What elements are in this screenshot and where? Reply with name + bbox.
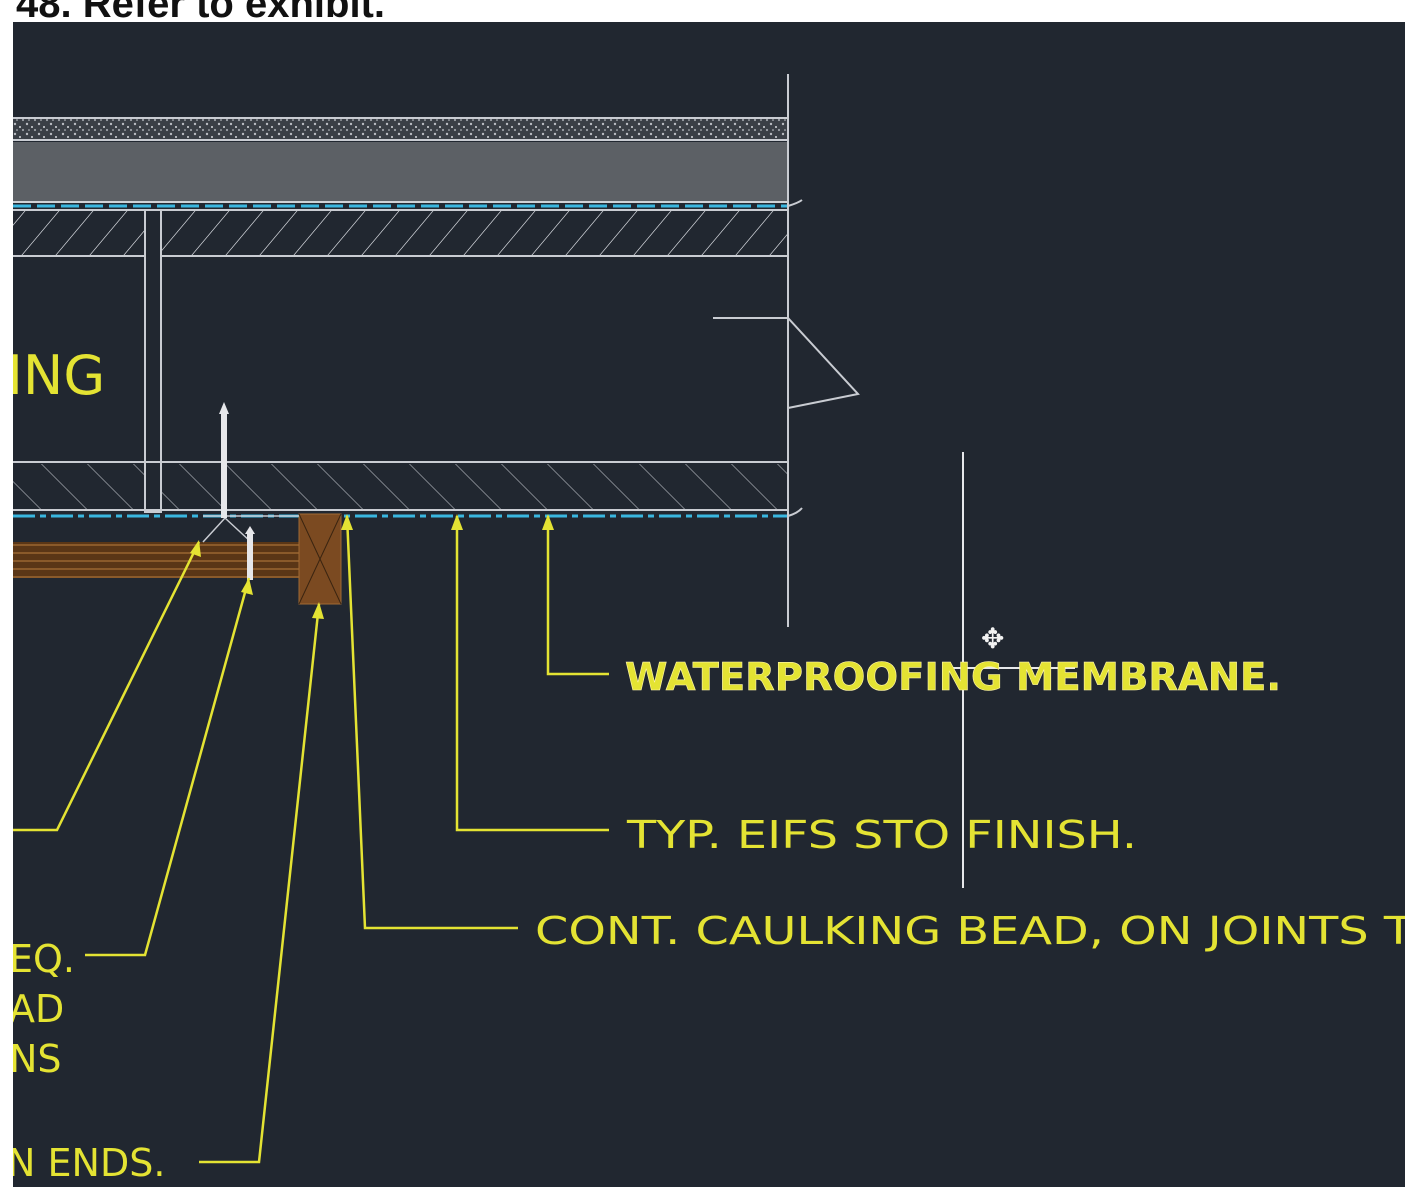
lower-sheathing	[13, 461, 788, 518]
wall-end-and-break-line	[713, 74, 860, 627]
leader-caulking	[345, 515, 518, 930]
leader-arrowheads	[190, 514, 554, 619]
cad-drawing-viewport[interactable]: ✥ ING WATERPROOFING MEMBRANE. TYP. EIFS …	[13, 22, 1405, 1187]
label-eifs-finish: TYP. EIFS STO FINISH.	[626, 813, 1137, 857]
exterior-finish-layers	[13, 117, 788, 208]
label-left-eq: EQ.	[13, 937, 75, 981]
wood-trim	[13, 513, 342, 605]
cad-drawing-canvas[interactable]: ✥ ING WATERPROOFING MEMBRANE. TYP. EIFS …	[13, 22, 1405, 1187]
svg-text:✥: ✥	[981, 622, 1004, 655]
label-left-ends: N ENDS.	[13, 1141, 165, 1185]
leader-eifs	[455, 516, 609, 832]
label-waterproofing: WATERPROOFING MEMBRANE.	[625, 655, 1281, 699]
leader-trim	[13, 541, 201, 832]
question-title: 48. Refer to exhibit.	[16, 0, 385, 26]
label-left-ing: ING	[13, 344, 105, 407]
annotation-leaders	[13, 515, 609, 1164]
move-crosshair-cursor-icon: ✥	[981, 622, 1004, 655]
label-left-ns: NS	[13, 1037, 62, 1081]
insulation-board-layer	[13, 142, 788, 202]
upper-sheathing	[13, 209, 788, 257]
label-caulking: CONT. CAULKING BEAD, ON JOINTS T	[535, 909, 1405, 953]
leader-waterproofing	[546, 516, 609, 676]
speckled-finish-layer	[13, 118, 788, 140]
annotation-labels: ING WATERPROOFING MEMBRANE. TYP. EIFS ST…	[13, 344, 1405, 1185]
leader-screw	[85, 577, 251, 957]
crosshair-cursor	[953, 452, 1075, 888]
leader-block	[199, 603, 321, 1164]
label-left-ad: AD	[13, 987, 64, 1031]
screw-fasteners	[219, 402, 255, 580]
